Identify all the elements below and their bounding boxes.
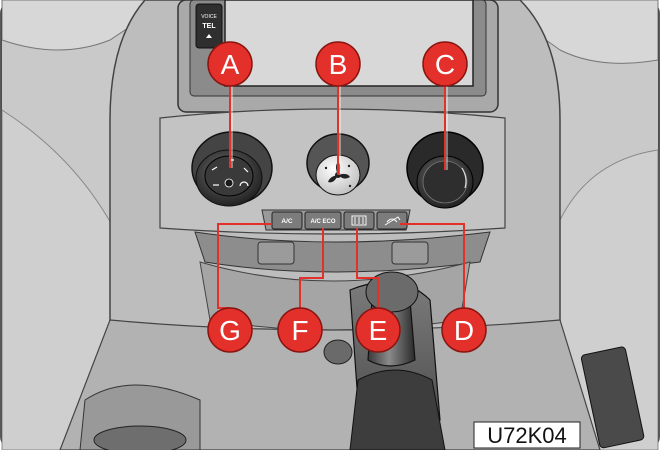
voice-label: VOICE (201, 14, 217, 20)
temperature-marker (461, 167, 467, 189)
up-arrow-icon (206, 34, 212, 38)
tel-label: TEL (202, 23, 216, 30)
leader-lines-light (231, 83, 448, 175)
leader-lines (217, 83, 465, 309)
callout-e-label: E (369, 315, 388, 346)
image-code: U72K04 (487, 423, 567, 448)
parking-brake (580, 346, 645, 449)
callout-f: F (277, 307, 323, 353)
callout-a: A (207, 41, 253, 87)
rear-defrost-icon (351, 215, 367, 226)
ac-button[interactable] (271, 211, 303, 230)
image-code-box (473, 421, 581, 449)
callout-d-label: D (454, 315, 474, 346)
callout-f-label: F (291, 315, 308, 346)
power-socket (323, 339, 353, 365)
switch-right (391, 241, 429, 265)
callout-a-label: A (221, 49, 240, 80)
callout-b: B (315, 41, 361, 87)
callout-e: E (355, 307, 401, 353)
callout-c-label: C (435, 49, 455, 80)
air-distribution-icon (211, 159, 249, 187)
ac-eco-button-label: A/C ECO (310, 219, 335, 225)
ac-button-label: A/C (281, 218, 293, 225)
callout-b-label: B (329, 49, 348, 80)
callout-c: C (422, 41, 468, 87)
switch-left (257, 241, 295, 265)
cup-holder-opening (93, 425, 187, 455)
callouts: A B C D E F G (207, 41, 487, 353)
button-row: A/C A/C ECO (261, 209, 411, 231)
air-recirculation-icon (384, 216, 401, 226)
voice-tel-button[interactable] (195, 3, 223, 49)
callout-d: D (441, 307, 487, 353)
callout-g-label: G (219, 315, 241, 346)
callout-g: G (207, 307, 253, 353)
